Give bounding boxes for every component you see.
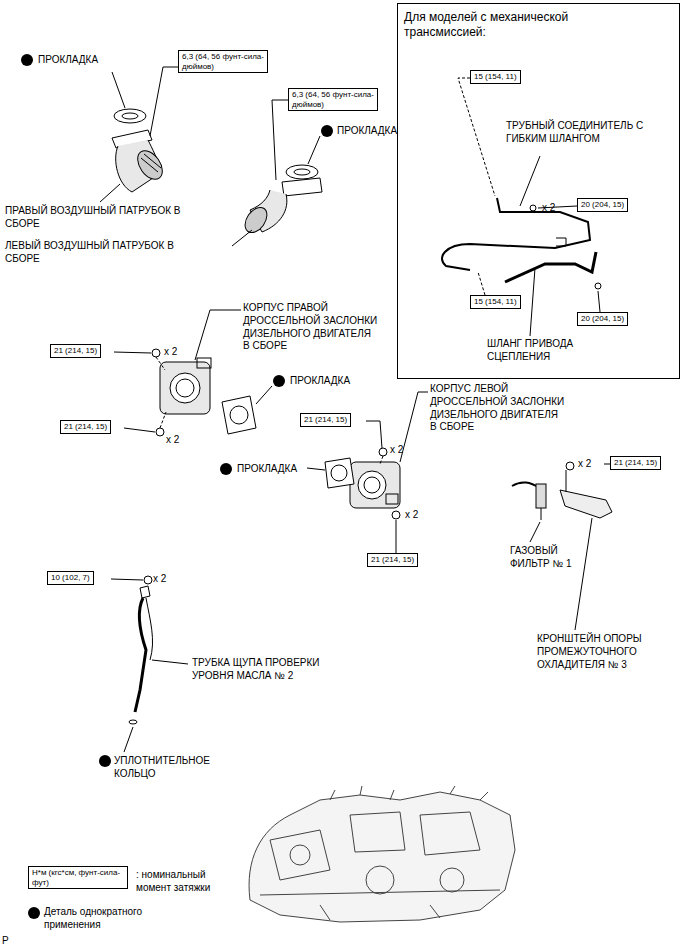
torque-box: 20 (204, 15) <box>577 198 628 212</box>
part-name: ПРОКЛАДКА <box>38 54 98 67</box>
torque-value: 15 (154, 11) <box>474 72 517 82</box>
torque-box: 10 (102, 7) <box>47 571 94 585</box>
torque-box: 15 (154, 11) <box>470 70 521 84</box>
quantity: x 2 <box>578 458 591 471</box>
part-name: ПРАВЫЙ ВОЗДУШНЫЙ ПАТРУБОК В СБОРЕ <box>5 205 205 231</box>
torque-value: 21 (214, 15) <box>371 555 414 565</box>
quantity: x 2 <box>405 509 418 522</box>
torque-box: 21 (214, 15) <box>610 456 661 470</box>
torque-value: 15 (154, 11) <box>474 297 517 307</box>
torque-box: 21 (214, 15) <box>367 553 418 567</box>
figure-code: P <box>2 935 9 948</box>
part-name: ЛЕВЫЙ ВОЗДУШНЫЙ ПАТРУБОК В СБОРЕ <box>5 240 195 266</box>
part-name: ПРОКЛАДКА <box>337 125 397 138</box>
quantity: x 2 <box>542 202 555 215</box>
frame-heading: Для моделей с механической трансмиссией: <box>404 10 619 40</box>
single-use-dot <box>28 907 40 919</box>
quantity: x 2 <box>390 444 403 457</box>
part-name: ТРУБКА ЩУПА ПРОВЕРКИ УРОВНЯ МАСЛА № 2 <box>192 657 342 683</box>
torque-box: 6,3 (64, 56 фунт-сила-дюймов) <box>178 50 268 73</box>
torque-box: 21 (214, 15) <box>300 413 351 427</box>
torque-value: 10 (102, 7) <box>51 573 90 583</box>
part-name: ГАЗОВЫЙ ФИЛЬТР № 1 <box>510 545 585 571</box>
torque-value: Н*м (кгс*см, фунт-сила-фут) <box>32 868 124 887</box>
torque-value: 21 (214, 15) <box>54 346 97 356</box>
legend-box: Н*м (кгс*см, фунт-сила-фут) <box>28 866 128 889</box>
torque-value: 20 (204, 15) <box>581 200 624 210</box>
part-name: КРОНШТЕЙН ОПОРЫ ПРОМЕЖУТОЧНОГО ОХЛАДИТЕЛ… <box>537 633 655 671</box>
part-name: ШЛАНГ ПРИВОДА СЦЕПЛЕНИЯ <box>487 338 597 364</box>
torque-box: 15 (154, 11) <box>470 295 521 309</box>
variant-frame: Для моделей с механической трансмиссией:… <box>397 3 680 379</box>
torque-box: 6,3 (64, 56 фунт-сила-дюймов) <box>288 88 378 111</box>
part-name: ТРУБНЫЙ СОЕДИНИТЕЛЬ С ГИБКИМ ШЛАНГОМ <box>506 120 644 146</box>
torque-value: 21 (214, 15) <box>304 415 347 425</box>
torque-value: 6,3 (64, 56 фунт-сила-дюймов) <box>182 52 264 71</box>
legend-note: : номинальный момент затяжки <box>136 869 241 895</box>
quantity: x 2 <box>164 346 177 359</box>
part-name: ПРОКЛАДКА <box>290 375 350 388</box>
quantity: x 2 <box>153 573 166 586</box>
torque-value: 21 (214, 15) <box>614 458 657 468</box>
torque-box: 20 (204, 15) <box>577 312 628 326</box>
part-name: КОРПУС ЛЕВОЙ ДРОССЕЛЬНОЙ ЗАСЛОНКИ ДИЗЕЛЬ… <box>430 383 566 434</box>
torque-box: 21 (214, 15) <box>50 344 101 358</box>
part-name: ПРОКЛАДКА <box>237 463 297 476</box>
torque-box: 21 (214, 15) <box>60 420 111 434</box>
part-name: КОРПУС ПРАВОЙ ДРОССЕЛЬНОЙ ЗАСЛОНКИ ДИЗЕЛ… <box>243 302 379 353</box>
legend-text: Деталь однократного применения <box>44 906 159 932</box>
part-name: УПЛОТНИТЕЛЬНОЕ КОЛЬЦО <box>114 755 224 781</box>
quantity: x 2 <box>166 434 179 447</box>
torque-value: 6,3 (64, 56 фунт-сила-дюймов) <box>292 90 374 109</box>
torque-value: 20 (204, 15) <box>581 314 624 324</box>
torque-value: 21 (214, 15) <box>64 422 107 432</box>
